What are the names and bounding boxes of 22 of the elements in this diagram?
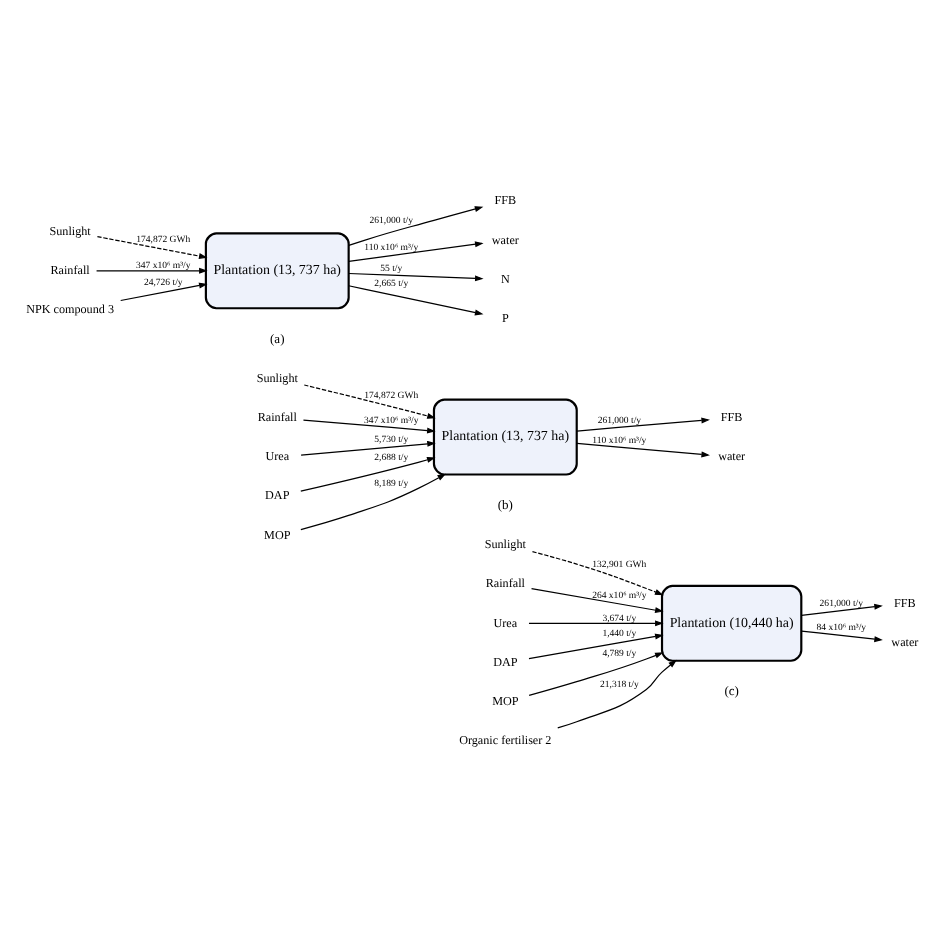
arrow [528, 620, 664, 627]
arrow [530, 587, 664, 614]
arrow [95, 267, 208, 274]
arrow [303, 384, 436, 419]
arrow [120, 282, 208, 302]
arrow [300, 456, 436, 492]
arrow [348, 272, 484, 282]
arrow [531, 551, 664, 596]
arrow [300, 440, 436, 456]
arrow [300, 473, 447, 531]
arrow [348, 206, 484, 247]
arrow [557, 659, 677, 729]
arrow [348, 285, 484, 316]
arrow [528, 633, 664, 660]
arrow [576, 417, 710, 432]
arrow [576, 442, 710, 458]
arrow [302, 419, 436, 434]
arrow [348, 241, 484, 262]
arrow [528, 652, 664, 696]
arrow [96, 236, 208, 259]
arrow [800, 603, 883, 616]
arrow [800, 630, 883, 643]
